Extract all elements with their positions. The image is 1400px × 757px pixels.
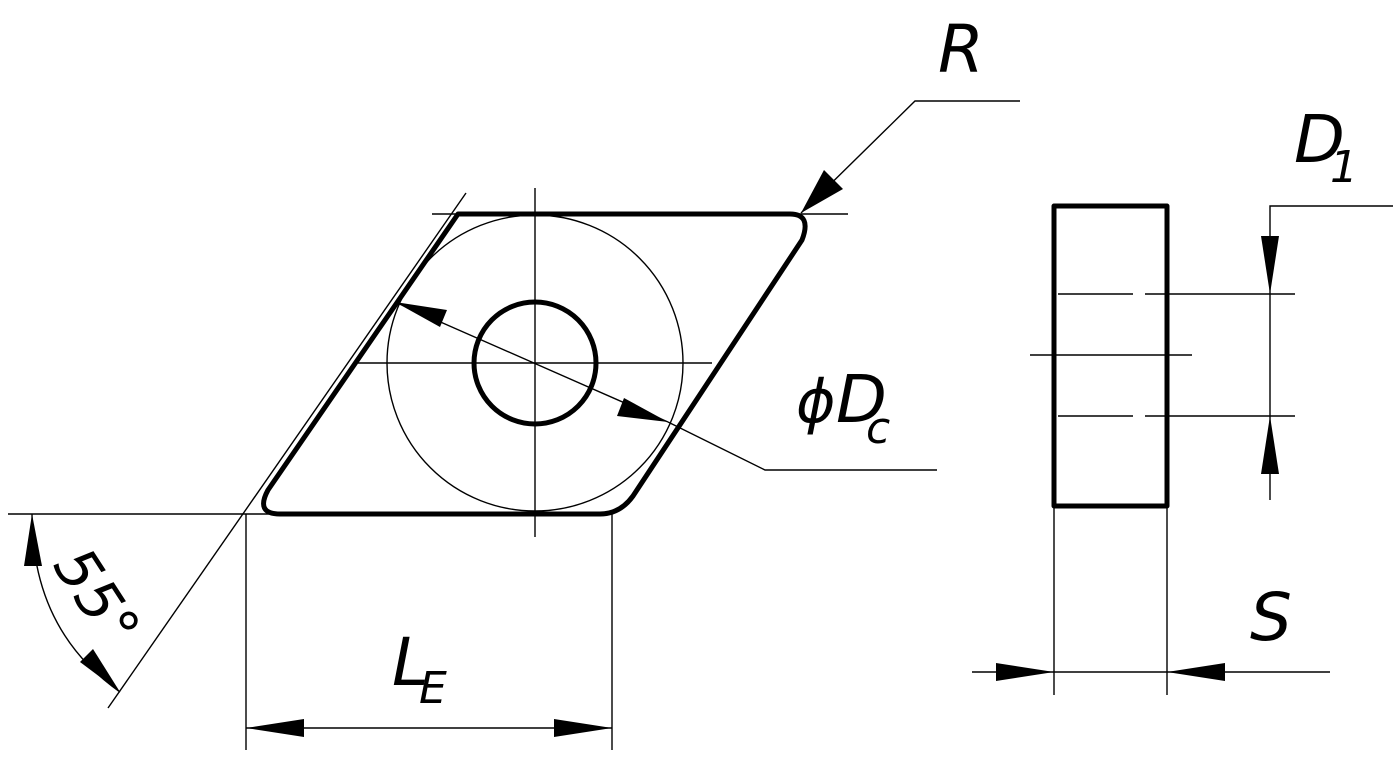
insert-top-view <box>261 188 848 537</box>
thickness-arrow-left <box>996 663 1054 681</box>
thickness-arrow-right <box>1167 663 1225 681</box>
hole-label: D <box>1294 101 1345 178</box>
hole-arrow-top <box>1261 236 1279 294</box>
length-label: L <box>392 624 429 701</box>
insert-outline <box>261 211 808 517</box>
diameter-symbol: ϕ <box>796 367 836 437</box>
diameter-label: D <box>836 361 887 438</box>
diameter-dimension: ϕ D c <box>394 301 937 471</box>
thickness-dimension: S <box>972 506 1330 695</box>
radius-leader: R <box>800 11 1020 214</box>
edge-extension <box>107 192 467 709</box>
angle-arrow-bottom <box>80 649 120 692</box>
diameter-leader <box>667 421 937 471</box>
radius-label: R <box>938 11 984 88</box>
diameter-arrow-left <box>395 302 447 327</box>
hole-label-sub: 1 <box>1330 142 1358 193</box>
hole-dimension-line <box>1269 205 1393 500</box>
length-arrow-left <box>246 719 304 737</box>
length-dimension: L E <box>245 514 613 750</box>
angle-label: 55° <box>40 536 153 659</box>
insert-side-view <box>1030 203 1192 509</box>
hole-arrow-bottom <box>1261 416 1279 474</box>
thickness-label: S <box>1250 579 1292 656</box>
length-label-sub: E <box>419 663 447 714</box>
length-arrow-right <box>554 719 612 737</box>
hole-dimension: D 1 <box>1167 101 1393 500</box>
angle-arrow-top <box>24 514 42 566</box>
side-view-outline <box>1051 203 1170 509</box>
radius-leader-line <box>800 100 1020 214</box>
diameter-arrow-right <box>617 398 668 422</box>
diameter-label-sub: c <box>866 403 890 454</box>
radius-arrow <box>801 170 843 213</box>
